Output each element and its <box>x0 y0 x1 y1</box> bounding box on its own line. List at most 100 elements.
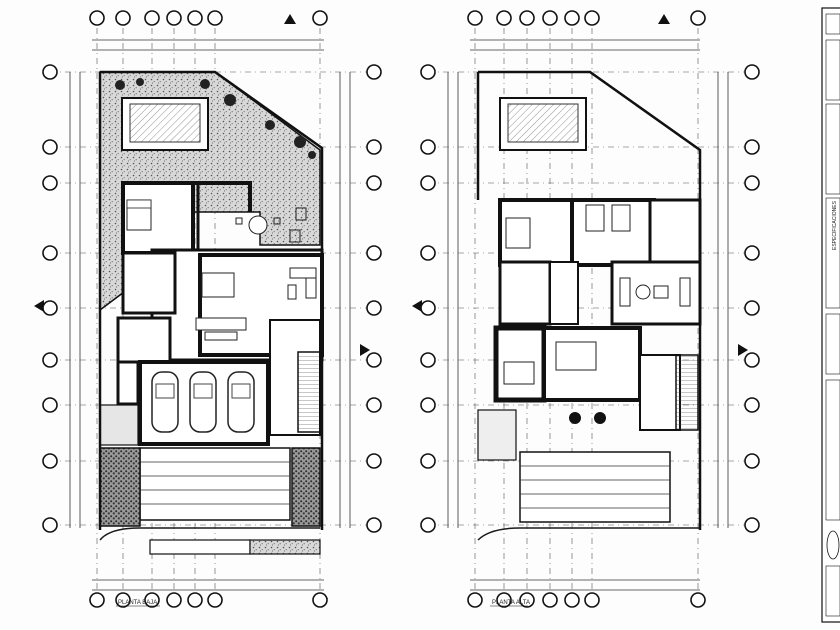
upper-axis-bubble-right <box>744 300 760 316</box>
ground-axis-bubble-top <box>312 10 328 26</box>
upper-axis-bubble-left <box>420 453 436 469</box>
ground-axis-bubble-right <box>366 352 382 368</box>
ground-axis-bubble-right <box>366 300 382 316</box>
ground-axis-bubble-right <box>366 517 382 533</box>
upper-axis-bubble-right <box>744 245 760 261</box>
upper-axis-bubble-bottom <box>496 592 512 608</box>
ground-front-garden-right <box>291 447 321 527</box>
upper-axis-bubble-left <box>420 175 436 191</box>
upper-axis-bubble-bottom <box>519 592 535 608</box>
upper-plan-title: PLANTA ALTA <box>492 600 530 606</box>
ground-axis-bubble-top <box>207 10 223 26</box>
title-block-stacked-label: ESPECIFICACIONES <box>832 200 838 250</box>
upper-pool-outline <box>499 97 587 151</box>
ground-axis-bubble-bottom <box>207 592 223 608</box>
ground-axis-bubble-bottom <box>312 592 328 608</box>
ground-axis-bubble-left <box>42 517 58 533</box>
upper-axis-bubble-top <box>542 10 558 26</box>
upper-bedroom-furniture <box>503 204 631 385</box>
upper-axis-bubble-left <box>420 139 436 155</box>
ground-sidewalk <box>99 527 320 541</box>
upper-axis-bubble-right <box>744 397 760 413</box>
upper-axis-bubble-top <box>496 10 512 26</box>
upper-axis-bubble-left <box>420 352 436 368</box>
ground-axis-bubble-left <box>42 175 58 191</box>
upper-section-marker-top <box>658 14 670 24</box>
ground-axis-bubble-left <box>42 352 58 368</box>
ground-driveway <box>139 447 291 521</box>
upper-balcony-columns <box>569 412 606 424</box>
grid-axis-bubbles <box>42 10 760 608</box>
ground-axis-bubble-bottom <box>187 592 203 608</box>
ground-pool <box>121 97 209 151</box>
ground-axis-bubble-left <box>42 139 58 155</box>
ground-plan-title: PLANTA BAJA <box>118 600 157 606</box>
title-block: ESPECIFICACIONES <box>821 7 840 623</box>
ground-floor-plan <box>34 14 375 608</box>
upper-axis-bubble-top <box>584 10 600 26</box>
ground-axis-bubble-bottom <box>115 592 131 608</box>
upper-dimension-lines <box>447 39 729 591</box>
ground-axis-bubble-right <box>366 453 382 469</box>
ground-axis-bubble-top <box>89 10 105 26</box>
ground-axis-bubble-right <box>366 64 382 80</box>
ground-axis-bubble-bottom <box>166 592 182 608</box>
ground-axis-bubble-left <box>42 64 58 80</box>
ground-tree-icons <box>115 78 316 159</box>
upper-axis-bubble-left <box>420 245 436 261</box>
ground-garage-cars <box>151 371 255 433</box>
ground-section-marker-top <box>284 14 296 24</box>
ground-axis-bubble-top <box>115 10 131 26</box>
upper-axis-bubble-left <box>420 300 436 316</box>
upper-axis-bubble-right <box>744 139 760 155</box>
ground-section-marker-right <box>360 344 370 356</box>
upper-axis-bubble-bottom <box>584 592 600 608</box>
upper-axis-bubble-left <box>420 397 436 413</box>
ground-axis-bubble-right <box>366 245 382 261</box>
ground-entry-hatch <box>99 404 139 446</box>
ground-axis-bubble-bottom <box>89 592 105 608</box>
upper-axis-bubble-bottom <box>542 592 558 608</box>
upper-axis-bubble-left <box>420 64 436 80</box>
ground-dimension-lines <box>69 39 351 591</box>
upper-axis-bubble-bottom <box>564 592 580 608</box>
ground-bedroom <box>126 199 152 231</box>
upper-section-marker-right <box>738 344 748 356</box>
upper-floor-plan <box>412 14 752 608</box>
upper-axis-bubble-right <box>744 453 760 469</box>
upper-axis-bubble-left <box>420 517 436 533</box>
ground-axis-bubble-left <box>42 453 58 469</box>
upper-sidewalk <box>477 527 700 541</box>
upper-axis-bubble-top <box>564 10 580 26</box>
ground-dining-kitchen <box>195 267 317 341</box>
ground-section-marker-left <box>34 300 44 312</box>
ground-plot-boundary <box>100 70 324 530</box>
upper-family-room-furniture <box>619 277 691 307</box>
upper-section-marker-left <box>412 300 422 312</box>
ground-axis-bubble-top <box>166 10 182 26</box>
upper-driveway-below <box>519 451 671 523</box>
upper-axis-bubble-bottom <box>467 592 483 608</box>
ground-axis-bubble-top <box>144 10 160 26</box>
upper-axis-bubble-top <box>467 10 483 26</box>
ground-axis-bubble-right <box>366 175 382 191</box>
ground-axis-bubble-left <box>42 245 58 261</box>
upper-axis-bubble-right <box>744 175 760 191</box>
ground-terrace-furniture <box>235 207 307 243</box>
upper-axis-bubble-right <box>744 64 760 80</box>
upper-axis-bubble-right <box>744 517 760 533</box>
ground-axis-bubble-top <box>187 10 203 26</box>
ground-axis-bubble-bottom <box>144 592 160 608</box>
upper-axis-bubble-bottom <box>690 592 706 608</box>
upper-void-hatch <box>477 409 517 461</box>
ground-axis-bubble-left <box>42 397 58 413</box>
upper-axis-bubble-top <box>690 10 706 26</box>
ground-front-garden-left <box>99 447 141 527</box>
upper-axis-bubble-right <box>744 352 760 368</box>
upper-axis-bubble-top <box>519 10 535 26</box>
ground-axis-bubble-left <box>42 300 58 316</box>
ground-axis-bubble-right <box>366 397 382 413</box>
ground-axis-bubble-right <box>366 139 382 155</box>
